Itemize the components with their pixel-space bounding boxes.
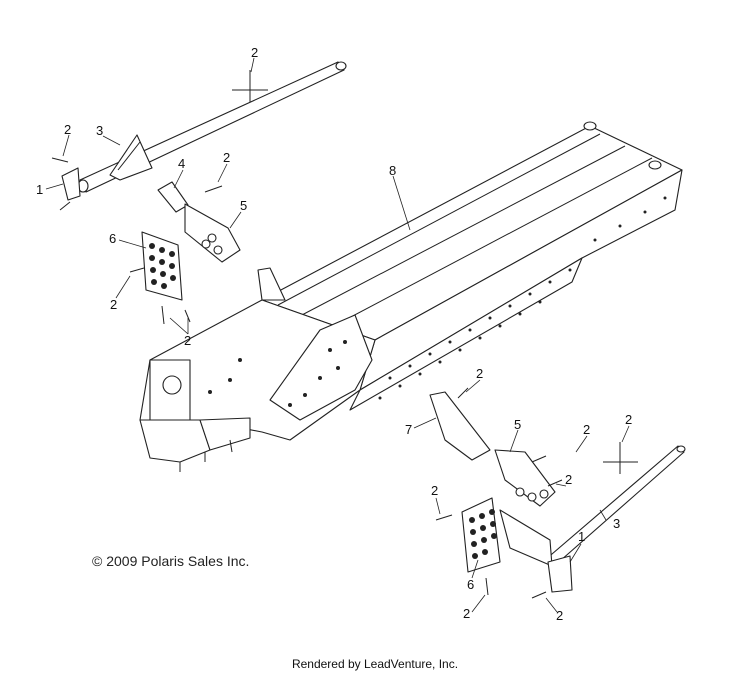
lower-running-board-tube[interactable]: [544, 445, 685, 569]
footrest-bracket-lower[interactable]: [429, 391, 491, 461]
callout-2: 2: [583, 422, 590, 437]
callout-2: 2: [463, 606, 470, 621]
callout-3: 3: [613, 516, 620, 531]
callout-8: 8: [389, 163, 396, 178]
footrest-upper[interactable]: [184, 203, 241, 263]
front-bulkhead: [257, 267, 286, 301]
callout-2: 2: [476, 366, 483, 381]
callout-2: 2: [110, 297, 117, 312]
callout-7: 7: [405, 422, 412, 437]
footrest-bracket-upper[interactable]: [157, 181, 189, 213]
traction-plate-lower[interactable]: [461, 497, 501, 573]
callout-5: 5: [240, 198, 247, 213]
callout-4: 4: [178, 156, 185, 171]
tunnel-assembly[interactable]: [139, 121, 683, 472]
render-credit: Rendered by LeadVenture, Inc.: [291, 657, 459, 671]
callout-6: 6: [109, 231, 116, 246]
callout-2: 2: [625, 412, 632, 427]
callout-2: 2: [64, 122, 71, 137]
traction-plate-upper[interactable]: [141, 231, 183, 301]
right-footrest-assembly: [429, 387, 686, 599]
upper-end-cap[interactable]: [61, 167, 81, 201]
callout-1: 1: [578, 529, 585, 544]
callout-5: 5: [514, 417, 521, 432]
callout-3: 3: [96, 123, 103, 138]
upper-tube-bracket[interactable]: [109, 134, 153, 181]
callout-2: 2: [565, 472, 572, 487]
front-bumper-mount: [139, 419, 211, 463]
callout-2: 2: [184, 333, 191, 348]
lower-end-cap[interactable]: [547, 555, 573, 593]
callout-2: 2: [223, 150, 230, 165]
callout-2: 2: [556, 608, 563, 623]
callout-6: 6: [467, 577, 474, 592]
callout-1: 1: [36, 182, 43, 197]
tunnel-lower-rail: [349, 257, 583, 411]
lower-tube-gusset[interactable]: [499, 509, 553, 567]
callouts: 2 2 3 1 4 2 5 6 2 2 8 2 7 5 2 2 2 3 2 1 …: [36, 45, 632, 623]
callout-2: 2: [431, 483, 438, 498]
left-footrest-assembly: [51, 61, 347, 325]
leader-lines: [45, 57, 630, 613]
callout-2: 2: [251, 45, 258, 60]
copyright-notice: © 2009 Polaris Sales Inc.: [92, 553, 250, 569]
